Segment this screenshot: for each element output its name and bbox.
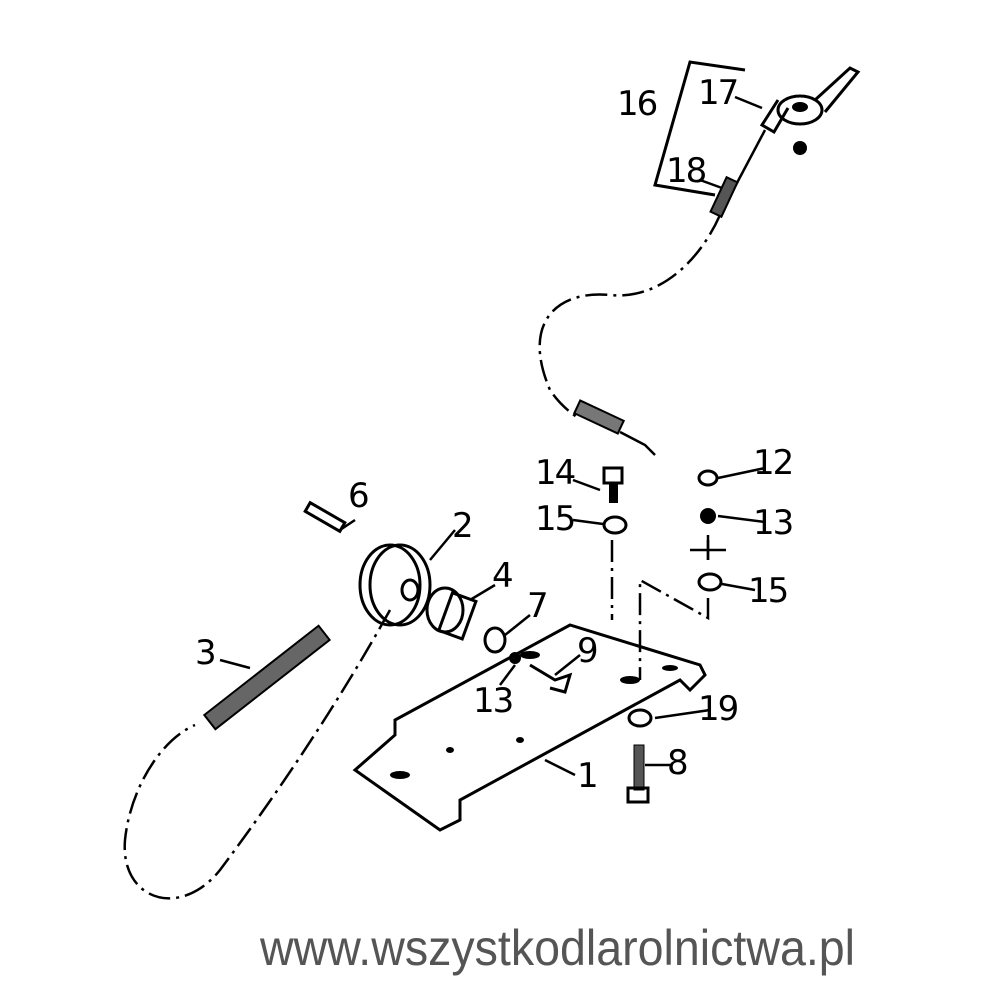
mount-dashed-line: [610, 540, 710, 680]
washer-15a: [602, 515, 628, 535]
callout-18: 18: [666, 151, 706, 191]
callout-9: 9: [577, 631, 597, 671]
callout-14: 14: [535, 453, 575, 493]
bearing-housing: [425, 586, 478, 641]
bracket-16: [653, 60, 746, 197]
callout-8: 8: [667, 743, 687, 783]
callout-15-lower: 15: [748, 571, 787, 611]
washer-13b: [700, 508, 716, 524]
plate-holes: [390, 651, 678, 779]
cable-upper: [538, 214, 722, 420]
bolt-8: [633, 744, 645, 791]
leader-lines: [219, 95, 766, 777]
washer-15b: [697, 572, 723, 592]
base-plate: [352, 623, 707, 832]
washer-19: [627, 708, 653, 728]
callout-4: 4: [492, 556, 512, 596]
bolt-9: [529, 663, 573, 694]
callout-12: 12: [753, 443, 792, 483]
callout-16: 16: [617, 84, 657, 124]
callout-13-left: 13: [473, 681, 512, 721]
washer-13: [509, 652, 521, 664]
lever-assembly: [709, 66, 861, 219]
pin-6: [303, 500, 347, 534]
cable-sleeve: [572, 399, 626, 435]
belt-3: [202, 624, 332, 731]
callout-17: 17: [698, 73, 737, 113]
callout-15-upper: 15: [535, 499, 574, 539]
callout-6: 6: [348, 476, 368, 516]
callout-1: 1: [577, 756, 597, 796]
callout-7: 7: [527, 586, 547, 626]
nut-12: [697, 469, 719, 487]
callout-2: 2: [452, 506, 472, 546]
cable-end: [619, 430, 656, 456]
callout-3: 3: [195, 633, 215, 673]
callout-19: 19: [698, 689, 738, 729]
bolt-14-shank: [609, 483, 618, 503]
bolt-8-head: [626, 786, 650, 804]
callout-13-right: 13: [753, 503, 792, 543]
washer-7: [483, 626, 507, 654]
bolt-14-head: [602, 466, 624, 485]
cable-lower: [123, 609, 392, 900]
pulley: [358, 543, 432, 627]
watermark: www.wszystkodlarolnictwa.pl: [259, 920, 855, 976]
